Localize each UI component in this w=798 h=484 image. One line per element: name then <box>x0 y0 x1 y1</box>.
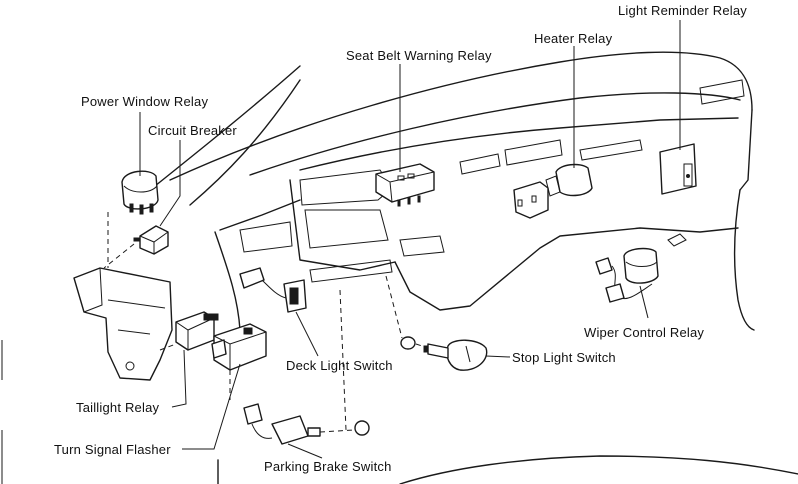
deck-light-switch-part <box>239 267 307 313</box>
label-power-window-relay: Power Window Relay <box>81 94 209 109</box>
wiper-control-relay-part <box>595 233 687 303</box>
label-stop-light-switch: Stop Light Switch <box>512 350 616 365</box>
circuit-breaker-part <box>133 225 169 255</box>
dashboard-outline <box>1 51 798 484</box>
leader-lines <box>139 20 681 459</box>
label-parking-brake-switch: Parking Brake Switch <box>264 459 392 474</box>
label-circuit-breaker: Circuit Breaker <box>148 123 237 138</box>
label-light-reminder-relay: Light Reminder Relay <box>618 3 748 18</box>
light-reminder-relay-part <box>659 143 697 195</box>
label-taillight-relay: Taillight Relay <box>76 400 160 415</box>
label-wiper-control-relay: Wiper Control Relay <box>584 325 705 340</box>
label-turn-signal-flasher: Turn Signal Flasher <box>54 442 171 457</box>
seat-belt-warning-relay-part <box>375 163 435 207</box>
stop-light-switch-part <box>400 336 488 371</box>
label-deck-light-switch: Deck Light Switch <box>286 358 393 373</box>
heater-relay-part <box>513 163 593 219</box>
junction-block <box>73 267 173 381</box>
parking-brake-switch-part <box>243 403 370 445</box>
dashed-mounting-lines <box>103 212 429 433</box>
label-seat-belt-warning-relay: Seat Belt Warning Relay <box>346 48 492 63</box>
label-heater-relay: Heater Relay <box>534 31 613 46</box>
power-window-relay-part <box>121 170 159 215</box>
turn-signal-flasher-part <box>211 323 267 371</box>
